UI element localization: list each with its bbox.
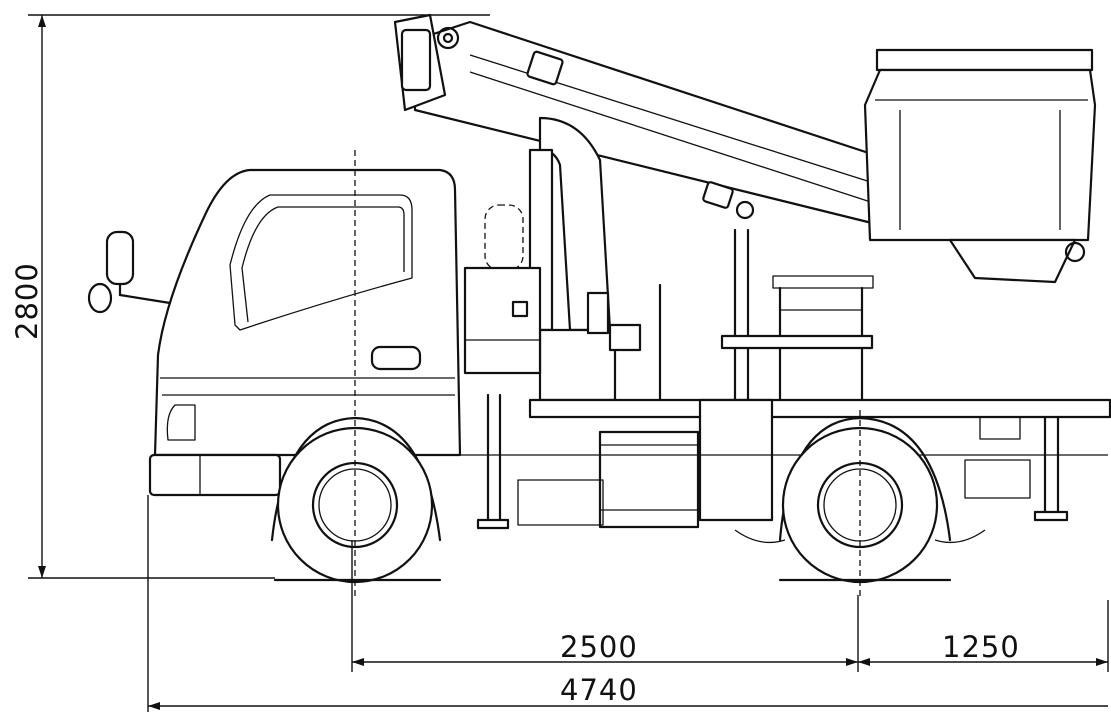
side-mirror [87, 230, 172, 314]
dimension-wheelbase-label: 2500 [560, 630, 638, 664]
aerial-bucket [863, 48, 1097, 284]
dimension-height-label: 2800 [10, 262, 44, 340]
truck-cab [148, 168, 462, 497]
ground-and-centerlines [273, 150, 952, 600]
dimension-overall-length-label: 4740 [560, 673, 638, 707]
dimension-rear-overhang-label: 1250 [942, 630, 1020, 664]
boom-arm [393, 13, 892, 227]
rear-control-stand [658, 275, 874, 402]
control-box [463, 266, 542, 375]
chassis-frame [460, 393, 1111, 530]
boom-turret-mast [484, 116, 750, 402]
dimension-lines [28, 14, 1109, 712]
